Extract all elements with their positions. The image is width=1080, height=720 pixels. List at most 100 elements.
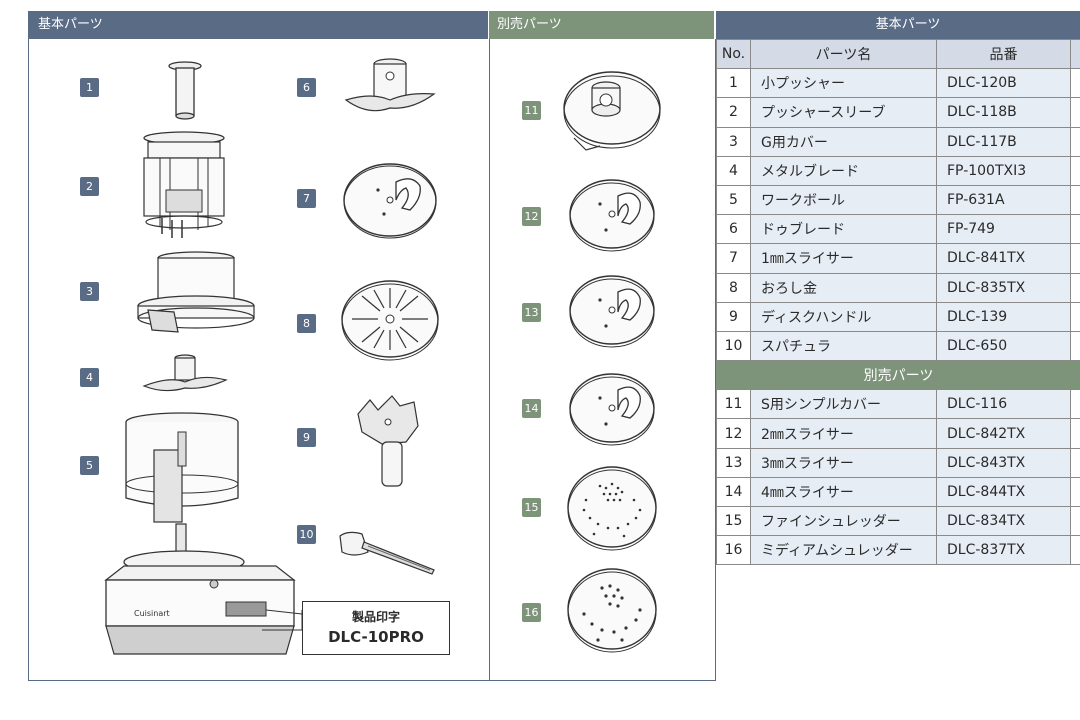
badge-7: 7: [297, 189, 316, 208]
badge-11: 11: [522, 101, 541, 120]
row-extra: [1070, 476, 1080, 508]
row-code: DLC-116: [936, 389, 1071, 420]
row-extra: [1070, 68, 1080, 99]
product-stamp-callout: 製品印字 DLC-10PRO: [302, 601, 450, 655]
row-no: 15: [716, 505, 751, 537]
badge-5: 5: [80, 456, 99, 475]
row-name: 3㎜スライサー: [750, 447, 937, 478]
slicer-3mm-illustration: [569, 275, 655, 348]
row-no: 8: [716, 272, 751, 303]
row-name: ディスクハンドル: [750, 301, 937, 332]
row-code: DLC-842TX: [936, 418, 1071, 449]
row-no: 14: [716, 476, 751, 508]
row-name: 1㎜スライサー: [750, 243, 937, 274]
col-header-no: No.: [716, 38, 751, 70]
work-bowl-illustration: [125, 412, 239, 523]
row-code: DLC-117B: [936, 126, 1071, 157]
row-code: DLC-835TX: [936, 272, 1071, 303]
grater-illustration: [341, 280, 439, 361]
pusher-sleeve-illustration: [143, 131, 225, 238]
optional-section-label: 別売パーツ: [716, 360, 1080, 391]
row-extra: [1070, 505, 1080, 537]
fine-shredder-illustration: [567, 466, 657, 551]
row-no: 16: [716, 535, 751, 566]
row-name: プッシャースリーブ: [750, 97, 937, 128]
table-header-row: No. パーツ名 品番: [716, 38, 1080, 70]
row-no: 7: [716, 243, 751, 274]
row-extra: [1070, 535, 1080, 566]
stamp-label: 製品印字: [351, 610, 400, 624]
table-basic-header-label: 基本パーツ: [875, 17, 941, 32]
row-code: DLC-841TX: [936, 243, 1071, 274]
col-header-code: 品番: [936, 38, 1071, 70]
row-name: ドゥブレード: [750, 214, 937, 245]
row-extra: [1070, 126, 1080, 157]
row-no: 13: [716, 447, 751, 478]
row-no: 6: [716, 214, 751, 245]
row-no: 3: [716, 126, 751, 157]
stamp-leader-line: [262, 610, 303, 631]
row-name: ファインシュレッダー: [750, 505, 937, 537]
badge-16: 16: [522, 603, 541, 622]
row-name: 2㎜スライサー: [750, 418, 937, 449]
badge-10: 10: [297, 525, 316, 544]
row-name: ワークボール: [750, 184, 937, 216]
badge-4: 4: [80, 368, 99, 387]
row-extra: [1070, 214, 1080, 245]
row-code: FP-749: [936, 214, 1071, 245]
row-extra: [1070, 301, 1080, 332]
row-no: 11: [716, 389, 751, 420]
row-no: 12: [716, 418, 751, 449]
badge-3: 3: [80, 282, 99, 301]
optional-section-row: 別売パーツ: [716, 360, 1080, 391]
row-name: おろし金: [750, 272, 937, 303]
row-code: DLC-844TX: [936, 476, 1071, 508]
base-brand-text: Cuisinart: [134, 609, 170, 618]
row-extra: [1070, 184, 1080, 216]
row-name: スパチュラ: [750, 330, 937, 362]
row-no: 9: [716, 301, 751, 332]
row-extra: [1070, 418, 1080, 449]
badge-13: 13: [522, 303, 541, 322]
row-extra: [1070, 330, 1080, 362]
row-code: FP-631A: [936, 184, 1071, 216]
badge-9: 9: [297, 428, 316, 447]
badge-15: 15: [522, 498, 541, 517]
g-cover-illustration: [137, 251, 255, 333]
row-extra: [1070, 155, 1080, 186]
optional-parts-header: 別売パーツ: [489, 11, 714, 39]
badge-1: 1: [80, 78, 99, 97]
badge-14: 14: [522, 399, 541, 418]
s-simple-cover-illustration: [563, 71, 661, 151]
slicer-2mm-illustration: [569, 179, 655, 252]
row-code: DLC-118B: [936, 97, 1071, 128]
row-code: DLC-139: [936, 301, 1071, 332]
row-no: 2: [716, 97, 751, 128]
row-no: 4: [716, 155, 751, 186]
row-name: G用カバー: [750, 126, 937, 157]
row-code: FP-100TXI3: [936, 155, 1071, 186]
stamp-model: DLC-10PRO: [328, 628, 424, 646]
disc-handle-illustration: [357, 395, 419, 487]
row-code: DLC-843TX: [936, 447, 1071, 478]
row-extra: [1070, 272, 1080, 303]
badge-12: 12: [522, 207, 541, 226]
row-extra: [1070, 243, 1080, 274]
row-extra: [1070, 97, 1080, 128]
row-extra: [1070, 389, 1080, 420]
row-extra: [1070, 447, 1080, 478]
